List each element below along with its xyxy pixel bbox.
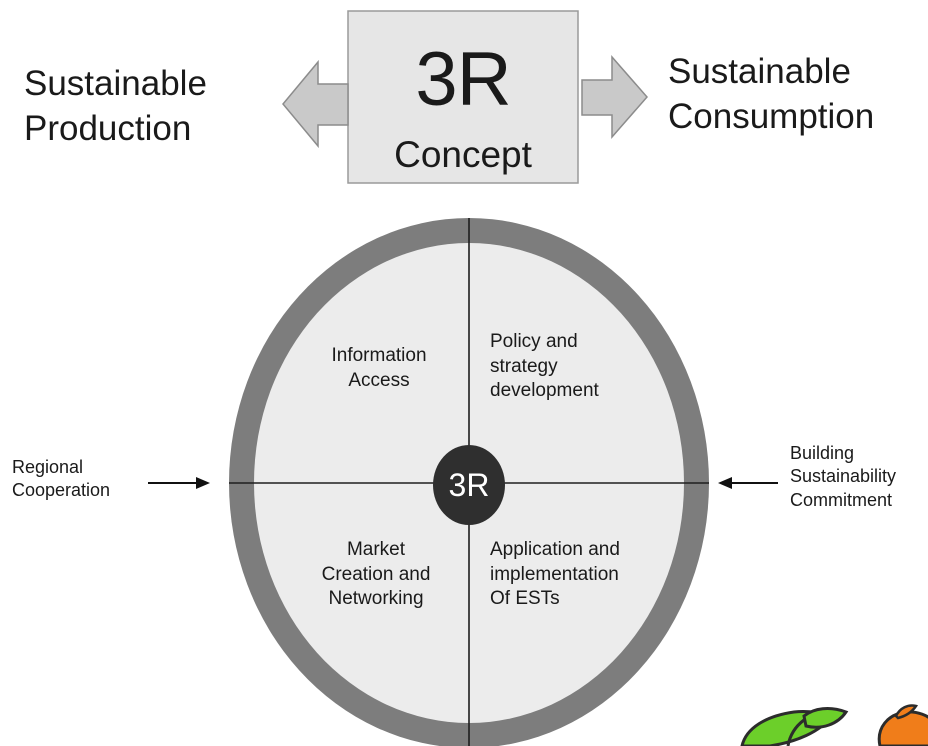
left-input-arrow-head-icon [196, 477, 210, 489]
quadrant-bottom-right-line-3: Of ESTs [490, 588, 560, 610]
regional-cooperation-label: Regional Cooperation [12, 456, 110, 503]
center-hub [433, 445, 505, 525]
quadrant-bottom-right-line-1: Application and [490, 539, 620, 560]
sustainable-production-line-2: Production [24, 108, 192, 148]
regional-cooperation-line-2: Cooperation [12, 480, 111, 501]
orange-fruit-icon [877, 704, 928, 746]
quadrant-market-creation: Market Creation and Networking [296, 538, 456, 612]
sustainable-production-label: Sustainable Production [24, 62, 207, 152]
right-block-arrow-icon [581, 55, 648, 139]
sustainable-consumption-line-2: Consumption [668, 96, 875, 136]
right-input-arrow-head-icon [718, 477, 732, 489]
quadrant-application-ests: Application and implementation Of ESTs [490, 538, 620, 612]
concept-subtitle: Concept [394, 134, 532, 175]
quadrant-bottom-left-line-3: Networking [328, 588, 424, 610]
building-sustainability-line-2: Sustainability [790, 466, 897, 487]
quadrant-information-access: Information Access [299, 344, 459, 393]
quadrant-bottom-right-line-2: implementation [490, 563, 619, 585]
sprout-icon [740, 707, 849, 746]
quadrant-top-left-line-1: Information [331, 345, 427, 366]
quadrant-top-right-line-3: development [490, 380, 599, 402]
sustainable-consumption-line-1: Sustainable [668, 52, 851, 91]
quadrant-bottom-left-line-1: Market [346, 539, 406, 560]
quadrant-policy-strategy: Policy and strategy development [490, 330, 599, 404]
building-sustainability-label: Building Sustainability Commitment [790, 442, 896, 512]
quadrant-top-right-line-1: Policy and [490, 331, 578, 352]
quadrant-top-right-line-2: strategy [490, 355, 558, 377]
regional-cooperation-line-1: Regional [12, 457, 84, 477]
concept-title: 3R [415, 37, 511, 122]
building-sustainability-line-3: Commitment [790, 489, 893, 510]
sustainable-consumption-label: Sustainable Consumption [668, 50, 874, 140]
concept-box [347, 10, 579, 184]
left-block-arrow-icon [282, 59, 349, 149]
building-sustainability-line-1: Building [790, 443, 855, 463]
hub-label: 3R [448, 467, 490, 503]
sustainable-production-line-1: Sustainable [24, 64, 207, 103]
quadrant-bottom-left-line-2: Creation and [321, 563, 431, 585]
quadrant-top-left-line-2: Access [348, 369, 410, 391]
